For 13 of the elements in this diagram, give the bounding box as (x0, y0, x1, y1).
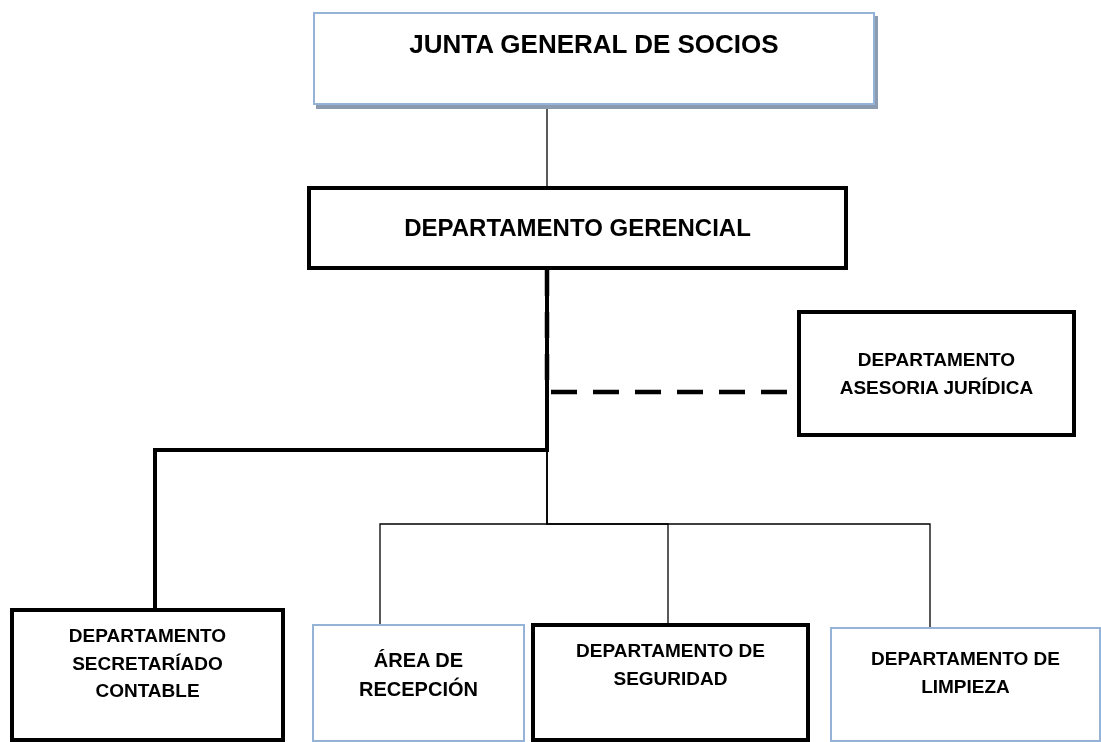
org-box (307, 186, 848, 270)
box-label: JUNTA GENERAL DE SOCIOS (409, 28, 779, 61)
box-label: DEPARTAMENTO DE LIMPIEZA (870, 647, 1061, 699)
org-box (10, 608, 285, 742)
box-label: DEPARTAMENTO SECRETARÍADO CONTABLE (67, 624, 228, 704)
org-box (830, 627, 1101, 742)
box-label: ÁREA DE RECEPCIÓN (358, 648, 479, 702)
box-label: DEPARTAMENTO ASESORIA JURÍDICA (839, 347, 1034, 400)
box-label: DEPARTAMENTO DE SEGURIDAD (575, 639, 766, 691)
org-box (531, 623, 810, 742)
org-box (312, 624, 525, 742)
box-label: DEPARTAMENTO GERENCIAL (404, 212, 751, 243)
org-box (797, 310, 1076, 437)
